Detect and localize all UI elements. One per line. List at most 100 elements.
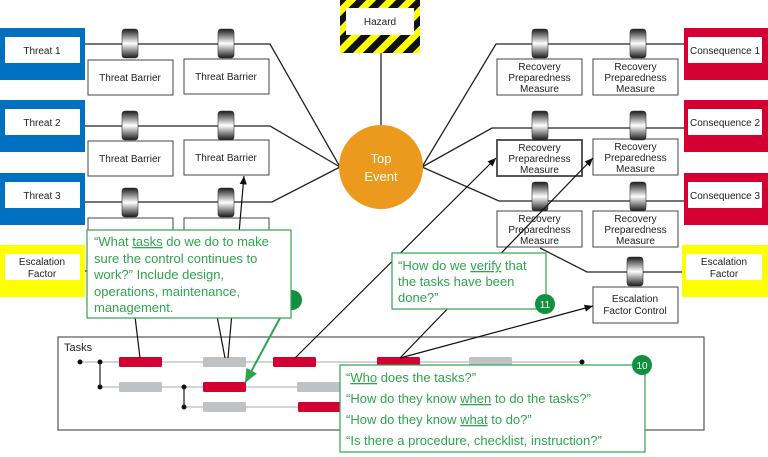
recovery-measure-label: Recovery	[518, 143, 560, 154]
threat-label: Threat 3	[23, 191, 61, 202]
escalation-factor-label: Factor	[710, 269, 739, 280]
barrier-cylinder-icon	[121, 110, 139, 141]
svg-text:“How do we verify that: “How do we verify that	[398, 258, 527, 273]
callout-line: the tasks have been	[398, 274, 514, 289]
callout-line: management.	[94, 300, 174, 315]
svg-text:“What tasks do we do to make: “What tasks do we do to make	[94, 234, 269, 249]
consequence-label: Consequence 2	[690, 118, 760, 129]
recovery-measure-label: Preparedness	[604, 225, 666, 236]
recovery-measure-label: Recovery	[614, 142, 656, 153]
callout-verify: “How do we verify that the tasks have be…	[391, 252, 547, 310]
task-bar-critical[interactable]	[298, 402, 341, 412]
threat-1[interactable]: Threat 1	[0, 28, 85, 80]
barrier-cylinder-icon	[531, 181, 549, 212]
recovery-measure-label: Preparedness	[508, 154, 570, 165]
barrier-cylinder-icon	[626, 256, 644, 287]
recovery-measure-label: Recovery	[614, 214, 656, 225]
recovery-measure-label: Measure	[520, 84, 559, 95]
pathway-lines	[85, 43, 684, 273]
recovery-measure-label: Preparedness	[508, 225, 570, 236]
efc-label: Escalation	[612, 294, 658, 305]
threat-3[interactable]: Threat 3	[0, 173, 85, 225]
top-event-label-1: Top	[371, 151, 392, 166]
callout-line: operations, maintenance,	[94, 284, 240, 299]
barrier-cylinder-icon	[217, 187, 235, 218]
recovery-measure-label: Preparedness	[604, 153, 666, 164]
barrier-cylinder-icon	[531, 28, 549, 59]
barrier-cylinder-icon	[629, 110, 647, 141]
escalation-factor-label: Escalation	[19, 257, 65, 268]
recovery-measure-label: Recovery	[518, 214, 560, 225]
top-event[interactable]: Top Event	[339, 125, 423, 209]
callout-line: “Is there a procedure, checklist, instru…	[346, 433, 602, 448]
recovery-measure-label: Measure	[616, 84, 655, 95]
task-bar-critical[interactable]	[203, 382, 246, 392]
threat-barrier-label: Threat Barrier	[195, 72, 257, 83]
recovery-measure-label: Preparedness	[604, 73, 666, 84]
task-bar[interactable]	[203, 402, 246, 412]
callout-line: work?” Include design,	[93, 267, 224, 282]
task-bar-critical[interactable]	[273, 357, 316, 367]
badge-10: 10	[632, 355, 652, 375]
threat-label: Threat 2	[23, 118, 61, 129]
task-bar[interactable]	[297, 382, 340, 392]
escalation-factor-control[interactable]: Escalation Factor Control	[592, 286, 679, 324]
barrier-cylinder-icon	[629, 28, 647, 59]
hazard-box[interactable]: Hazard	[340, 0, 420, 53]
consequence-label: Consequence 3	[690, 191, 760, 202]
threat-barrier-label: Threat Barrier	[99, 73, 161, 84]
badge-11: 11	[535, 294, 555, 314]
svg-text:“Who does the tasks?”: “Who does the tasks?”	[346, 370, 476, 385]
threat-barrier[interactable]: Threat Barrier	[87, 140, 174, 177]
task-bar-critical[interactable]	[119, 357, 162, 367]
callout-design-tasks: “What tasks do we do to make sure the co…	[86, 229, 292, 319]
barrier-cylinder-icon	[217, 28, 235, 59]
efc-label: Factor Control	[603, 306, 666, 317]
escalation-factor-label: Escalation	[701, 257, 747, 268]
callout-line: done?”	[398, 290, 438, 305]
threat-barrier[interactable]: Threat Barrier	[87, 59, 174, 96]
recovery-measure-label: Measure	[616, 164, 655, 175]
recovery-measure-label: Measure	[520, 165, 559, 176]
recovery-measure-label: Recovery	[614, 62, 656, 73]
svg-text:“How do they know what to do?”: “How do they know what to do?”	[346, 412, 532, 427]
barrier-cylinder-icon	[121, 187, 139, 218]
threat-barrier[interactable]: Threat Barrier	[183, 139, 270, 176]
recovery-measure-label: Measure	[616, 236, 655, 247]
consequence-3[interactable]: Consequence 3	[684, 173, 768, 225]
recovery-measure-label: Preparedness	[508, 73, 570, 84]
svg-text:“How do they know when to do t: “How do they know when to do the tasks?”	[346, 391, 591, 406]
green-arrow	[244, 317, 281, 384]
consequence-2[interactable]: Consequence 2	[684, 100, 768, 152]
threat-barrier[interactable]: Threat Barrier	[183, 58, 270, 95]
threat-barrier-label: Threat Barrier	[195, 153, 257, 164]
barrier-cylinder-icon	[531, 110, 549, 141]
barrier-cylinder-icon	[217, 110, 235, 141]
top-event-label-2: Event	[364, 169, 398, 184]
svg-text:10: 10	[636, 361, 648, 372]
hazard-label: Hazard	[364, 17, 396, 28]
callout-line: sure the control continues to	[94, 251, 257, 266]
recovery-measure-label: Recovery	[518, 62, 560, 73]
task-bar[interactable]	[203, 357, 246, 367]
barrier-cylinder-icon	[629, 181, 647, 212]
threat-barrier-label: Threat Barrier	[99, 154, 161, 165]
tasks-label: Tasks	[64, 342, 93, 354]
svg-text:11: 11	[540, 300, 551, 311]
task-bar[interactable]	[119, 382, 162, 392]
threat-2[interactable]: Threat 2	[0, 100, 85, 152]
barrier-cylinder-icon	[121, 28, 139, 59]
consequence-1[interactable]: Consequence 1	[684, 28, 768, 80]
threat-label: Threat 1	[23, 46, 61, 57]
escalation-factor-label: Factor	[28, 269, 57, 280]
